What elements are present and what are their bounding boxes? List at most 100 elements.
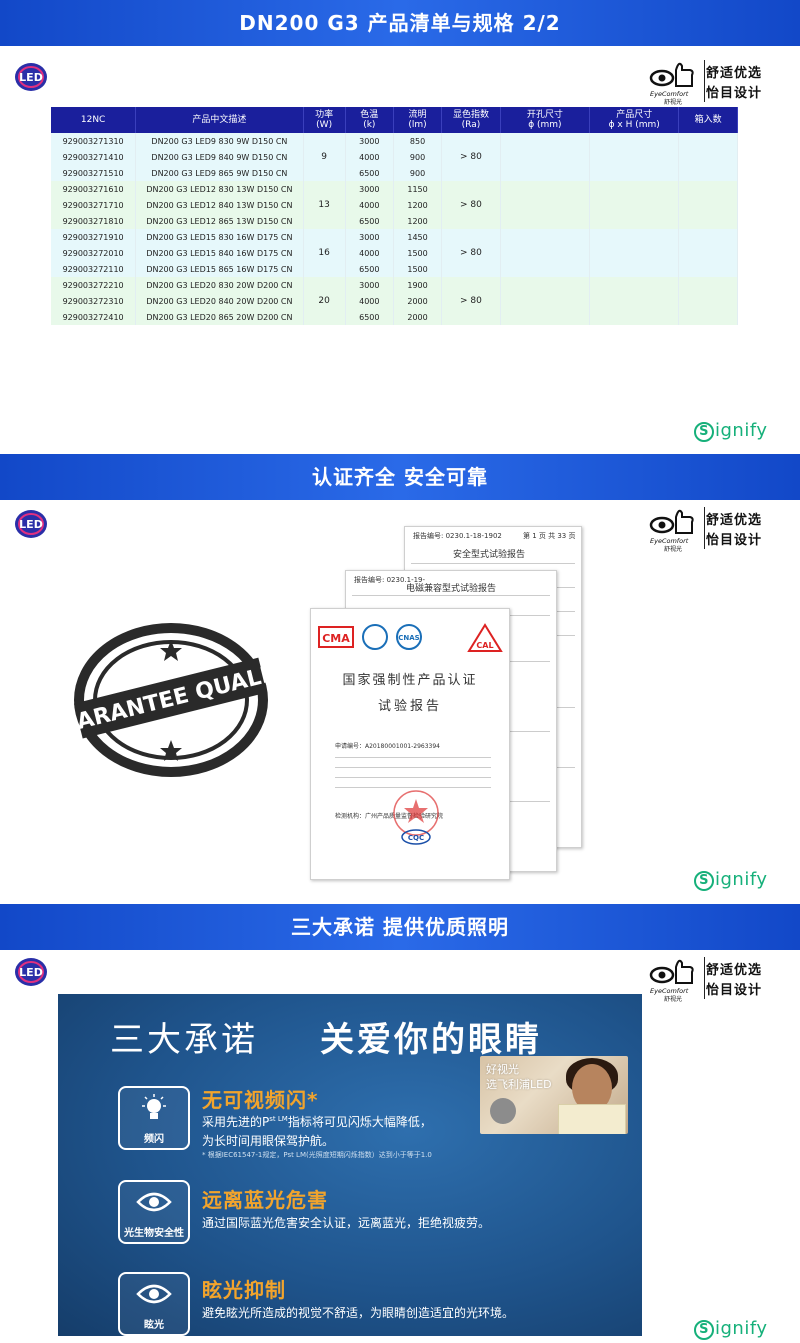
cell-desc: DN200 G3 LED9 830 9W D150 CN xyxy=(135,133,304,149)
cell-cct: 6500 xyxy=(345,165,394,181)
cell-qty xyxy=(678,229,738,277)
cell-12nc: 929003272110 xyxy=(51,261,137,277)
eyecomfort-logo: EyeComfort 舒视光 舒适优选 怡目设计 xyxy=(648,56,788,106)
spec-table: 12NC 产品中文描述 功率 (W) 色温 (k) 流明 (lm) 显色指数 (… xyxy=(51,107,738,325)
biosafety-icon-caption: 光生物安全性 xyxy=(124,1228,184,1239)
cell-lumen: 1150 xyxy=(393,181,443,197)
cell-size xyxy=(589,229,680,277)
cell-lumen: 900 xyxy=(393,165,443,181)
cell-12nc: 929003271310 xyxy=(51,133,137,149)
glare-heading: 眩光抑制 xyxy=(202,1278,286,1302)
cqc-seal-icon: CQC xyxy=(393,790,439,845)
promise-title-bold: 关爱你的眼睛 xyxy=(320,1020,542,1060)
cell-lumen: 1500 xyxy=(393,261,443,277)
eyecomfort-cn: 舒视光 xyxy=(664,98,682,106)
bulb-icon xyxy=(142,1094,166,1119)
cell-lumen: 1500 xyxy=(393,245,443,261)
eyecomfort-icon: EyeComfort 舒视光 xyxy=(649,62,694,106)
col-lumen: 流明 (lm) xyxy=(393,107,443,133)
doc-front-title1: 国家强制性产品认证 xyxy=(342,673,478,688)
cell-12nc: 929003272410 xyxy=(51,309,137,325)
eyecomfort-icon: EyeComfort 舒视光 xyxy=(649,509,694,553)
eyecomfort-cn: 舒视光 xyxy=(664,545,682,553)
cell-power: 20 xyxy=(303,277,346,325)
eye-tagline-2: 怡目设计 xyxy=(706,983,763,998)
cell-size xyxy=(589,277,680,325)
biosafety-icon-box: 光生物安全性 xyxy=(118,1180,190,1244)
flicker-icon-caption: 频闪 xyxy=(144,1134,164,1145)
cell-desc: DN200 G3 LED12 865 13W D150 CN xyxy=(135,213,304,229)
cell-12nc: 929003272310 xyxy=(51,293,137,309)
eye-tagline-1: 舒适优选 xyxy=(706,66,763,81)
doc-front-lab: 检测机构：广州产品质量监督检验研究院 xyxy=(335,813,444,820)
doc-front-appno: 申请编号：A2018000100​1-2963394 xyxy=(335,743,440,750)
cell-desc: DN200 G3 LED15 865 16W D175 CN xyxy=(135,261,304,277)
eyecomfort-badge-icon xyxy=(490,1098,516,1124)
led-logo-icon: LED xyxy=(15,958,47,986)
promise-panel: 三大承诺 关爱你的眼睛 好视光选飞利浦LED 频闪 无可视频闪* 采用先进的Ps… xyxy=(58,994,642,1336)
bluelight-body: 通过国际蓝光危害安全认证，远离蓝光，拒绝视疲劳。 xyxy=(202,1216,491,1230)
cell-lumen: 1450 xyxy=(393,229,443,245)
cell-cutout xyxy=(500,277,591,325)
eyecomfort-logo: EyeComfort 舒视光 舒适优选 怡目设计 xyxy=(648,503,788,553)
eyecomfort-cn: 舒视光 xyxy=(664,995,682,1003)
doc-mid-title: 电磁兼容型式试验报告 xyxy=(406,584,497,594)
section1-banner: DN200 G3 产品清单与规格 2/2 xyxy=(0,0,800,46)
cell-cct: 3000 xyxy=(345,181,394,197)
flicker-body: 采用先进的Pst LM指标将可见闪烁大幅降低，为长时间用眼保驾护航。 xyxy=(202,1115,432,1148)
cell-ra: > 80 xyxy=(441,229,501,277)
cell-cct: 6500 xyxy=(345,261,394,277)
cell-cct: 4000 xyxy=(345,293,394,309)
eyecomfort-divider xyxy=(704,60,705,102)
cell-qty xyxy=(678,133,738,181)
cell-12nc: 929003271510 xyxy=(51,165,137,181)
signify-s-icon: S xyxy=(694,1320,714,1340)
col-12nc: 12NC xyxy=(51,107,137,133)
cell-lumen: 1200 xyxy=(393,197,443,213)
photo-caption: 好视光选飞利浦LED xyxy=(486,1063,552,1091)
cell-cct: 4000 xyxy=(345,149,394,165)
cert-logos-icon: CMA CNAS CAL xyxy=(318,623,503,652)
cell-12nc: 929003272010 xyxy=(51,245,137,261)
cell-cct: 3000 xyxy=(345,277,394,293)
cell-desc: DN200 G3 LED15 840 16W D175 CN xyxy=(135,245,304,261)
flicker-note: * 根据IEC61547-1规定，Pst LM(光照度短期闪烁指数）达到小于等于… xyxy=(202,1151,432,1159)
cell-ra: > 80 xyxy=(441,277,501,325)
svg-text:CQC: CQC xyxy=(408,834,424,842)
eye-tagline-1: 舒适优选 xyxy=(706,963,763,978)
promo-photo: 好视光选飞利浦LED xyxy=(480,1056,628,1134)
cell-12nc: 929003271410 xyxy=(51,149,137,165)
cell-12nc: 929003271910 xyxy=(51,229,137,245)
svg-text:LED: LED xyxy=(19,518,43,531)
eyecomfort-logo: EyeComfort 舒视光 舒适优选 怡目设计 xyxy=(648,953,788,1003)
cell-cct: 3000 xyxy=(345,133,394,149)
doc-front-title2: 试验报告 xyxy=(377,699,442,714)
cell-12nc: 929003272210 xyxy=(51,277,137,293)
col-ra: 显色指数 (Ra) xyxy=(441,107,501,133)
cell-lumen: 1900 xyxy=(393,277,443,293)
svg-text:CMA: CMA xyxy=(322,632,350,645)
led-logo-icon: LED xyxy=(15,510,47,538)
col-power: 功率 (W) xyxy=(303,107,346,133)
svg-text:CNAS: CNAS xyxy=(398,634,419,642)
col-qty: 箱入数 xyxy=(678,107,738,133)
cell-lumen: 1200 xyxy=(393,213,443,229)
glare-icon-box: 眩光 xyxy=(118,1272,190,1336)
cell-desc: DN200 G3 LED20 830 20W D200 CN xyxy=(135,277,304,293)
svg-text:CAL: CAL xyxy=(476,641,493,650)
signify-s-icon: S xyxy=(694,871,714,891)
cell-desc: DN200 G3 LED12 830 13W D150 CN xyxy=(135,181,304,197)
eye-icon xyxy=(136,1192,172,1212)
eye-icon xyxy=(136,1284,172,1304)
svg-text:LED: LED xyxy=(19,71,43,84)
eyecomfort-text: EyeComfort xyxy=(650,987,689,995)
cell-lumen: 900 xyxy=(393,149,443,165)
cell-power: 9 xyxy=(303,133,346,181)
